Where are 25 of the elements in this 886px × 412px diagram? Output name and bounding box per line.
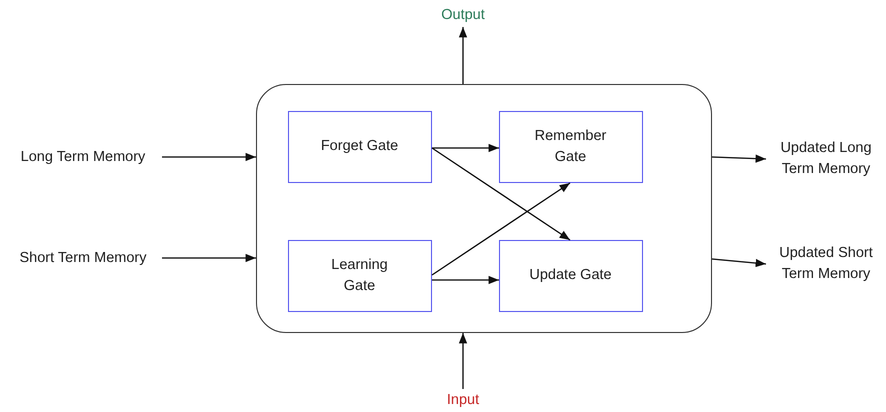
lstm-cell-box xyxy=(256,84,712,333)
gate-label: Remember Gate xyxy=(534,126,608,166)
gate-label: Forget Gate xyxy=(320,137,400,156)
text-label: Updated Short Term Memory xyxy=(778,244,874,284)
text-label: Updated Long Term Memory xyxy=(779,139,873,179)
gate-box xyxy=(498,240,642,312)
arrow xyxy=(432,144,499,152)
text-label: Input xyxy=(446,390,480,410)
arrow xyxy=(432,147,570,241)
text-label: Short Term Memory xyxy=(19,248,147,268)
arrow xyxy=(162,254,256,262)
arrow xyxy=(458,333,468,389)
arrow xyxy=(432,276,499,284)
gate-box xyxy=(288,110,432,182)
arrow xyxy=(162,152,256,162)
arrow xyxy=(458,27,468,84)
text-label: Output xyxy=(441,6,485,24)
arrow xyxy=(712,154,766,163)
gate-box xyxy=(498,110,642,182)
arrow xyxy=(432,182,570,276)
gate-label: Learning Gate xyxy=(330,256,389,296)
gate-label: Update Gate xyxy=(528,266,613,285)
gate-box xyxy=(288,240,432,312)
text-label: Long Term Memory xyxy=(20,148,146,166)
arrow xyxy=(712,258,766,268)
